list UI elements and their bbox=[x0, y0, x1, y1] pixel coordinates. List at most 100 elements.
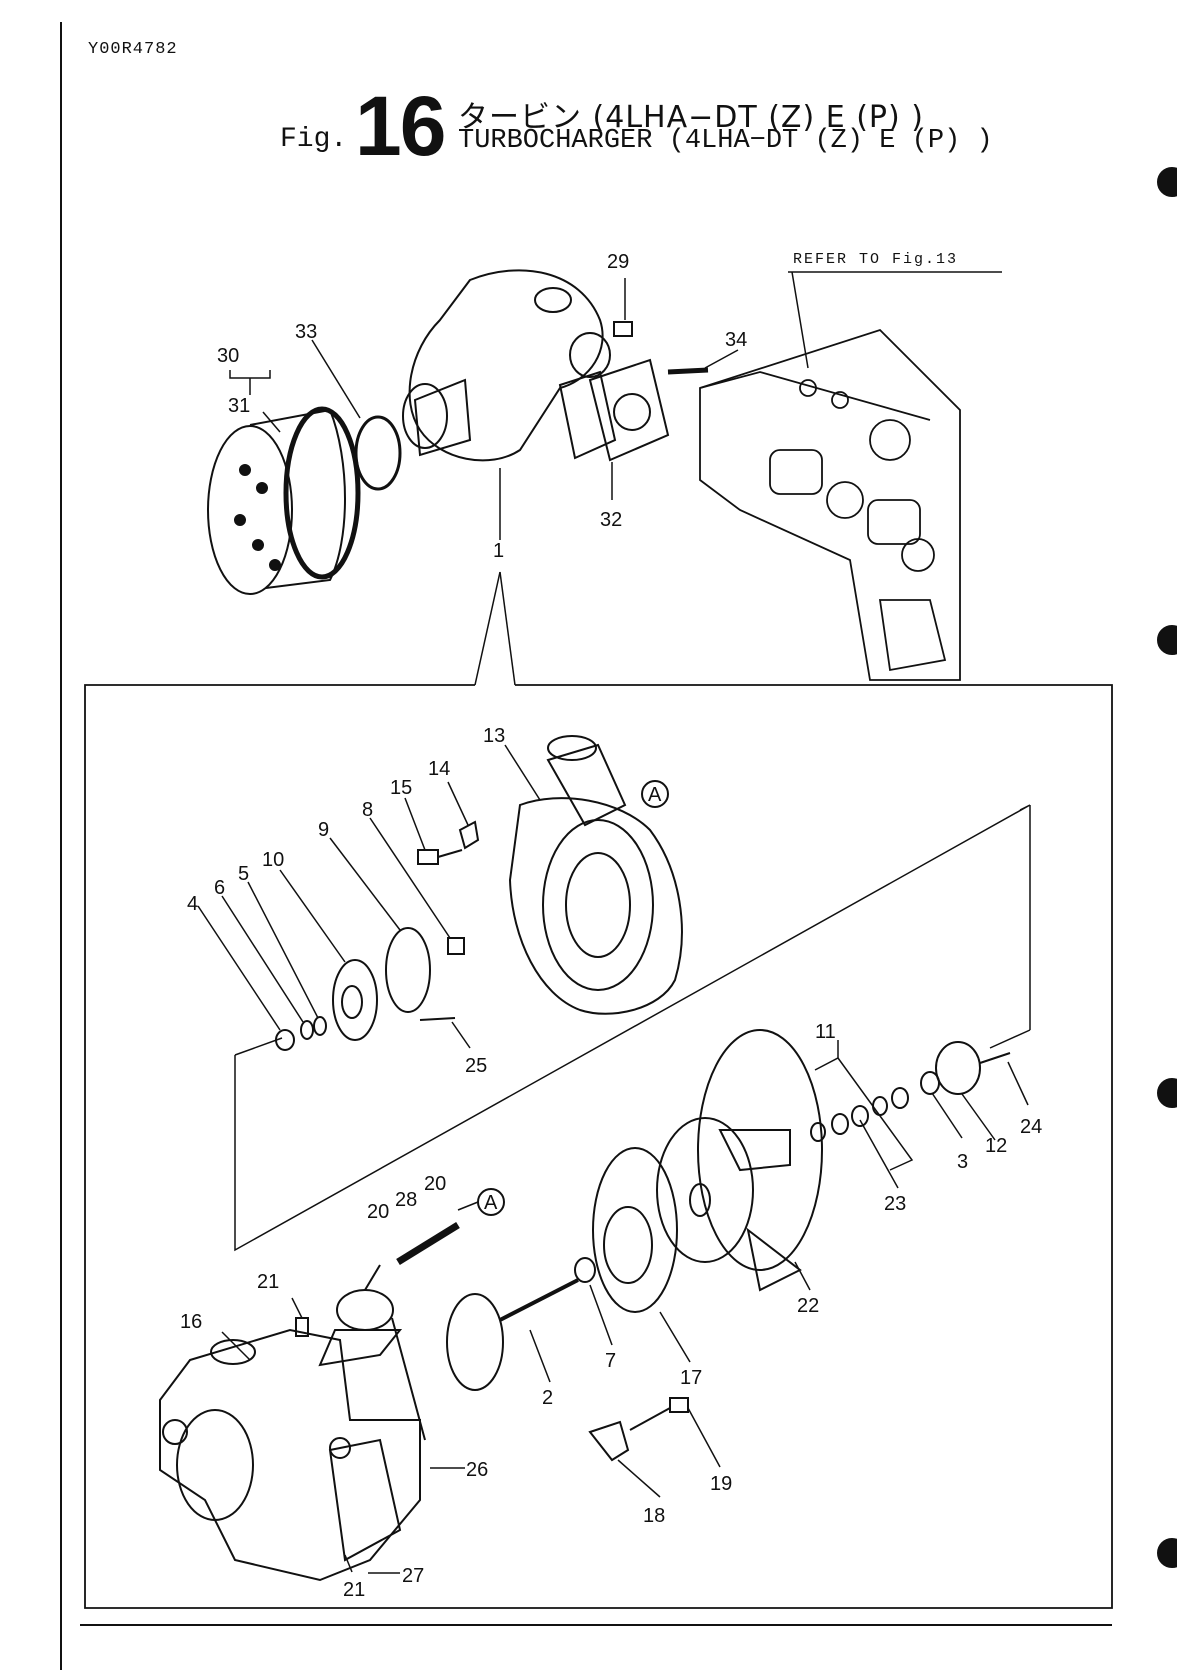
heat-shield-inner bbox=[604, 1207, 652, 1283]
expansion-line-right bbox=[500, 572, 515, 685]
turbine-housing-16 bbox=[160, 1330, 420, 1580]
leader-11-bracket bbox=[815, 1058, 912, 1170]
binding-hole-icon bbox=[1158, 1079, 1177, 1107]
bolt-15-shank bbox=[438, 850, 462, 857]
leader-19 bbox=[688, 1408, 720, 1467]
callout-22: 22 bbox=[797, 1295, 819, 1317]
hose-28 bbox=[398, 1225, 458, 1262]
callout-6: 6 bbox=[214, 877, 225, 899]
nut-8 bbox=[448, 938, 464, 954]
callout-23: 23 bbox=[884, 1193, 906, 1215]
bearing-housing-22 bbox=[657, 1030, 822, 1290]
thrust-collar-4 bbox=[276, 1030, 294, 1050]
callout-31: 31 bbox=[228, 395, 250, 417]
callout-labels: 29 33 30 31 34 32 1 13 14 15 8 9 10 5 6 … bbox=[180, 251, 1042, 1601]
bolt-19-shank bbox=[630, 1408, 670, 1430]
bearing-11c bbox=[892, 1088, 908, 1108]
callout-28: 28 bbox=[395, 1189, 417, 1211]
screw-24 bbox=[980, 1053, 1010, 1063]
marker-a2: A bbox=[484, 1192, 498, 1214]
detail-box bbox=[85, 685, 1112, 1608]
leader-34 bbox=[705, 350, 738, 368]
leader-22 bbox=[795, 1262, 810, 1290]
turbocharger-assembly bbox=[403, 270, 610, 460]
leader-12 bbox=[962, 1094, 995, 1140]
callout-20b: 20 bbox=[424, 1173, 446, 1195]
binding-hole-icon bbox=[1158, 626, 1177, 654]
sub-box-top-left bbox=[235, 1038, 282, 1055]
bolt-15 bbox=[418, 850, 438, 864]
callout-20a: 20 bbox=[367, 1201, 389, 1223]
thrust-plate-12 bbox=[936, 1042, 980, 1094]
callout-21b: 21 bbox=[343, 1579, 365, 1601]
binding-hole-icon bbox=[1158, 1539, 1177, 1567]
callout-18: 18 bbox=[643, 1505, 665, 1527]
callout-19: 19 bbox=[710, 1473, 732, 1495]
compressor-wheel-9 bbox=[386, 928, 430, 1012]
callout-13: 13 bbox=[483, 725, 505, 747]
callout-30: 30 bbox=[217, 345, 239, 367]
leader-17 bbox=[660, 1312, 690, 1362]
leader-a2 bbox=[458, 1202, 478, 1210]
callout-16: 16 bbox=[180, 1311, 202, 1333]
leader-2 bbox=[530, 1330, 550, 1382]
callout-32: 32 bbox=[600, 509, 622, 531]
callout-3: 3 bbox=[957, 1151, 968, 1173]
callout-10: 10 bbox=[262, 849, 284, 871]
leader-30-bracket bbox=[230, 370, 270, 378]
callout-11: 11 bbox=[815, 1021, 836, 1043]
callout-4: 4 bbox=[187, 893, 198, 915]
piston-ring-7 bbox=[575, 1258, 595, 1282]
bolt-19 bbox=[670, 1398, 688, 1412]
callout-24: 24 bbox=[1020, 1116, 1042, 1138]
piston-ring-6 bbox=[301, 1021, 313, 1039]
leader-33 bbox=[312, 340, 360, 418]
callout-1: 1 bbox=[493, 540, 504, 562]
sub-box-right-tail bbox=[990, 1030, 1030, 1048]
callout-5: 5 bbox=[238, 863, 249, 885]
nut-29 bbox=[614, 322, 632, 336]
leader-13 bbox=[505, 745, 540, 800]
leader-16 bbox=[222, 1332, 250, 1360]
callout-17: 17 bbox=[680, 1367, 702, 1389]
callout-12: 12 bbox=[985, 1135, 1007, 1157]
leader-24 bbox=[1008, 1062, 1028, 1105]
bearing-11b bbox=[852, 1106, 868, 1126]
seal-plate-bore bbox=[342, 986, 362, 1018]
callout-33: 33 bbox=[295, 321, 317, 343]
wastegate-actuator bbox=[320, 1265, 425, 1440]
screw-25 bbox=[420, 1018, 455, 1020]
callout-25: 25 bbox=[465, 1055, 487, 1077]
leader-25 bbox=[452, 1022, 470, 1048]
callout-9: 9 bbox=[318, 819, 329, 841]
callout-2: 2 bbox=[542, 1387, 553, 1409]
bearing-11a bbox=[832, 1114, 848, 1134]
leader-21a bbox=[292, 1298, 302, 1318]
air-cleaner bbox=[208, 409, 358, 594]
expansion-line-left bbox=[475, 572, 500, 685]
leader-18 bbox=[618, 1460, 660, 1497]
leader-9 bbox=[330, 838, 400, 930]
leader-10 bbox=[280, 870, 345, 962]
exhaust-manifold bbox=[700, 330, 960, 680]
gasket-port bbox=[614, 394, 650, 430]
ring-23a bbox=[811, 1123, 825, 1141]
leader-3 bbox=[932, 1093, 962, 1138]
leader-8 bbox=[370, 818, 450, 938]
callout-15: 15 bbox=[390, 777, 412, 799]
callout-8: 8 bbox=[362, 799, 373, 821]
binding-hole-icon bbox=[1158, 168, 1177, 196]
turbine-wheel bbox=[447, 1294, 503, 1390]
callout-27: 27 bbox=[402, 1565, 424, 1587]
callout-29: 29 bbox=[607, 251, 629, 273]
sub-box-outline bbox=[235, 805, 1030, 1250]
stud-34 bbox=[668, 370, 708, 372]
callout-26: 26 bbox=[466, 1459, 488, 1481]
callout-7: 7 bbox=[605, 1350, 616, 1372]
marker-a1: A bbox=[648, 784, 662, 806]
compressor-cover-13 bbox=[510, 736, 682, 1014]
turbine-shaft-2 bbox=[500, 1280, 578, 1320]
leader-14 bbox=[448, 782, 468, 825]
callout-34: 34 bbox=[725, 329, 747, 351]
